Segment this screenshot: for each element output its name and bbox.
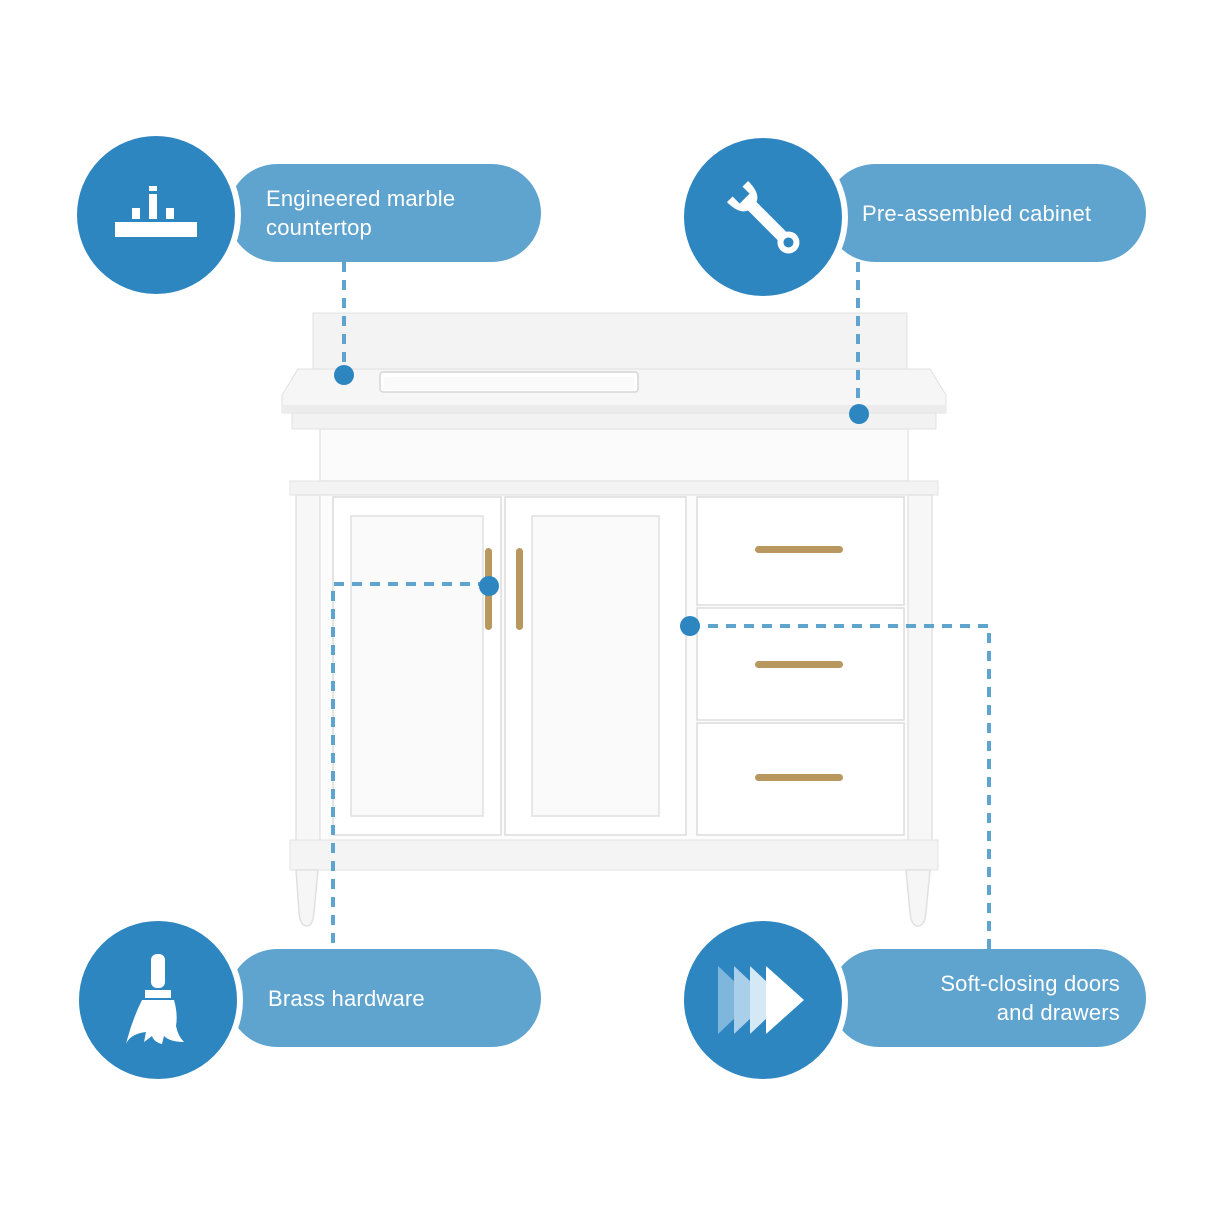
feature-label-soft-close: Soft-closing doors and drawers <box>940 971 1120 1025</box>
leader-dots <box>334 365 869 636</box>
leader-line-soft-close <box>690 624 991 950</box>
feature-pill-hardware: Brass hardware <box>228 949 541 1047</box>
feature-pill-soft-close: Soft-closing doors and drawers <box>830 949 1146 1047</box>
paintbrush-icon <box>126 954 184 1044</box>
feature-pill-countertop: Engineered marble countertop <box>228 164 541 262</box>
leader-dot-hardware <box>479 576 499 596</box>
leader-dot-soft-close <box>680 616 700 636</box>
feature-label-hardware: Brass hardware <box>268 985 425 1011</box>
leader-dot-cabinet <box>849 404 869 424</box>
feature-badge-hardware <box>73 915 243 1085</box>
feature-badge-cabinet <box>678 132 848 302</box>
leader-lines <box>331 262 991 950</box>
vanity-cabinet <box>281 312 947 927</box>
leader-dot-countertop <box>334 365 354 385</box>
feature-label-countertop: Engineered marble countertop <box>266 186 456 240</box>
countertop-icon <box>115 186 197 237</box>
fast-forward-icon <box>718 966 804 1034</box>
feature-pill-cabinet: Pre-assembled cabinet <box>826 164 1146 262</box>
wrench-icon <box>726 180 800 254</box>
feature-label-cabinet: Pre-assembled cabinet <box>862 200 1092 226</box>
leader-line-hardware <box>331 582 488 948</box>
feature-badge-countertop <box>71 130 241 300</box>
feature-badge-soft-close <box>678 915 848 1085</box>
